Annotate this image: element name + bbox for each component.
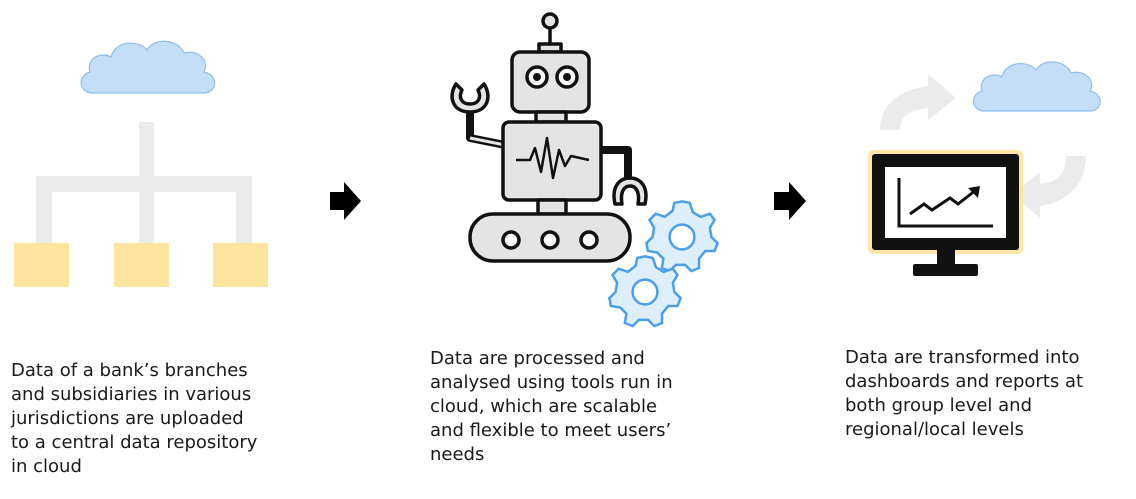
- hierarchy-connector: [36, 122, 252, 244]
- cycle-arrow-icon: [1012, 156, 1086, 218]
- cloud-icon: [972, 61, 1101, 112]
- step-2-caption: Data are processed and analysed using to…: [430, 348, 673, 465]
- monitor-dashboard-icon: [868, 61, 1101, 276]
- cloud-icon: [80, 40, 216, 94]
- gear-icon: [645, 200, 719, 273]
- right-arrow-icon: [774, 182, 806, 220]
- branch-box: [14, 243, 69, 287]
- step-1-caption: Data of a bank’s branches and subsidiari…: [11, 360, 258, 477]
- cycle-arrow-icon: [880, 74, 956, 130]
- branch-box: [114, 243, 169, 287]
- org-hierarchy-cloud-icon: [14, 40, 268, 287]
- right-arrow-icon: [330, 182, 361, 220]
- step-3-caption: Data are transformed into dashboards and…: [845, 347, 1084, 440]
- branch-box: [213, 243, 268, 287]
- robot-gears-icon: [450, 12, 648, 263]
- gear-icon: [608, 255, 682, 328]
